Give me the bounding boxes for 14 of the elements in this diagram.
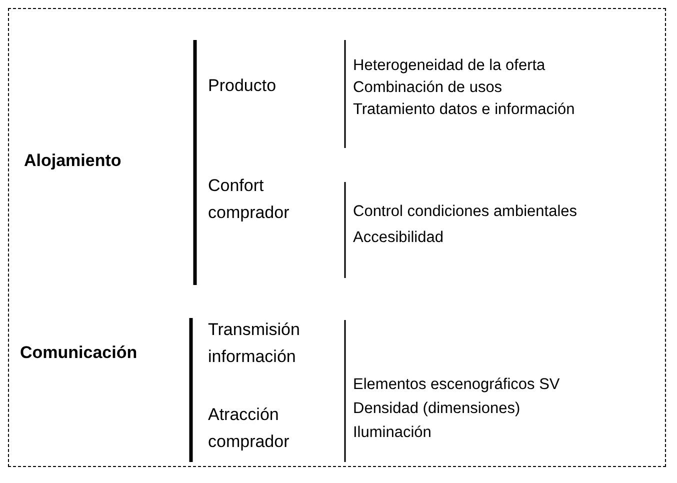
item-label: Tratamiento datos e información [353,100,575,120]
item-label: Densidad (dimensiones) [353,399,520,419]
item-label: Accesibilidad [353,228,444,248]
item-label: Iluminación [353,423,432,443]
item-label: Elementos escenográficos SV [353,375,560,395]
subcategory-label: Producto [208,75,278,97]
category-heading: Alojamiento [24,150,122,172]
subcategory-label: Atracción comprador [208,404,290,453]
subcategory-label: Transmisión información [208,319,301,368]
subcategory-label: Confort comprador [208,175,290,224]
item-label: Control condiciones ambientales [353,202,578,222]
item-label: Combinación de usos [353,78,502,98]
item-label: Heterogeneidad de la oferta [353,56,546,76]
category-heading: Comunicación [20,342,138,364]
